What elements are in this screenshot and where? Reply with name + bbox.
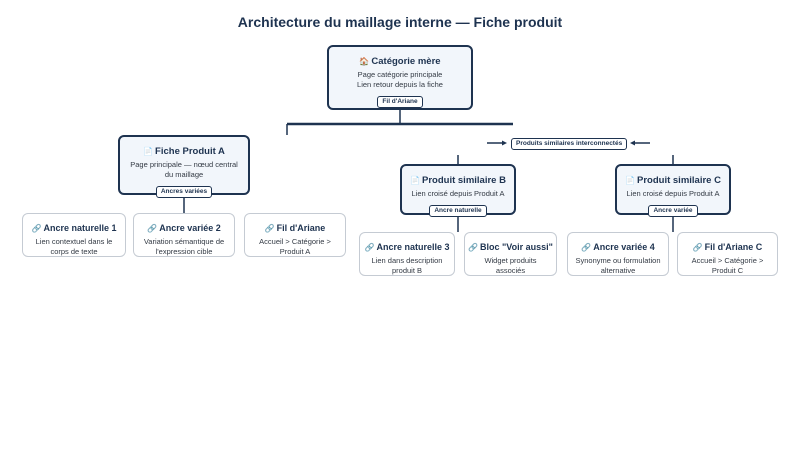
leaf-title: Fil d'Ariane C — [704, 242, 763, 252]
node-badge: Ancres variées — [155, 186, 213, 198]
leaf-title: Fil d'Ariane — [276, 223, 326, 233]
link-icon: 🔗 — [364, 243, 375, 252]
leaf-desc-line: alternative — [600, 266, 636, 275]
link-icon: 🔗 — [468, 243, 479, 252]
node-desc-line: Page catégorie principale — [357, 70, 443, 79]
node-desc-line: Lien croisé depuis Produit A — [626, 189, 720, 198]
leaf-desc-line: Lien contextuel dans le — [35, 237, 113, 246]
leaf-desc-line: l'expression cible — [155, 247, 213, 256]
node-badge: Ancre variée — [648, 205, 698, 217]
node-title: Catégorie mère — [371, 56, 441, 67]
node-title: Produit similaire C — [637, 175, 721, 186]
link-icon: 🔗 — [581, 243, 592, 252]
leaf-desc-line: associés — [495, 266, 526, 275]
node-title: Produit similaire B — [422, 175, 506, 186]
leaf-desc-line: Widget produits — [484, 256, 537, 265]
page-icon: 📄 — [625, 176, 636, 185]
node-desc-line: du maillage — [164, 170, 204, 179]
arrow-right-icon — [502, 140, 507, 146]
leaf-title: Bloc "Voir aussi" — [480, 242, 553, 252]
node-desc-line: Page principale — nœud central — [130, 160, 238, 169]
leaf-desc-line: Produit A — [279, 247, 311, 256]
link-icon: 🔗 — [264, 224, 275, 233]
node-produit-similaire-b: 📄Produit similaire B Lien croisé depuis … — [400, 164, 516, 217]
leaf-desc-line: Accueil > Catégorie > — [691, 256, 764, 265]
page-icon: 📄 — [410, 176, 421, 185]
leaf-title: Ancre variée 2 — [159, 223, 221, 233]
leaf-ancre-naturelle-1: 🔗Ancre naturelle 1 Lien contextuel dans … — [22, 213, 126, 257]
leaf-desc-line: Variation sémantique de — [143, 237, 225, 246]
leaf-desc-line: Synonyme ou formulation — [575, 256, 661, 265]
leaf-desc-line: corps de texte — [50, 247, 98, 256]
leaf-desc-line: Lien dans description — [371, 256, 443, 265]
link-icon: 🔗 — [692, 243, 703, 252]
node-badge: Ancre naturelle — [429, 205, 487, 217]
leaf-title: Ancre naturelle 3 — [376, 242, 450, 252]
leaf-desc-line: Produit C — [711, 266, 744, 275]
leaf-fil-ariane-c: 🔗Fil d'Ariane C Accueil > Catégorie >Pro… — [677, 232, 778, 276]
leaf-ancre-naturelle-3: 🔗Ancre naturelle 3 Lien dans description… — [359, 232, 455, 276]
node-categorie-mere: 🏠Catégorie mère Page catégorie principal… — [327, 45, 473, 110]
leaf-title: Ancre naturelle 1 — [43, 223, 117, 233]
arrow-left-icon — [630, 140, 635, 146]
interconnect-badge: Produits similaires interconnectés — [511, 138, 628, 150]
page-icon: 📄 — [143, 147, 154, 156]
node-title: Fiche Produit A — [155, 146, 225, 157]
node-produit-similaire-c: 📄Produit similaire C Lien croisé depuis … — [615, 164, 731, 217]
node-desc-line: Lien retour depuis la fiche — [357, 80, 443, 89]
leaf-title: Ancre variée 4 — [593, 242, 655, 252]
link-icon: 🔗 — [31, 224, 42, 233]
leaf-desc-line: Accueil > Catégorie > — [259, 237, 331, 246]
diagram-title: Architecture du maillage interne — Fiche… — [237, 14, 563, 30]
leaf-desc-line: produit B — [391, 266, 423, 275]
house-icon: 🏠 — [359, 57, 370, 66]
node-fiche-produit-a: 📄Fiche Produit A Page principale — nœud … — [118, 135, 250, 198]
node-desc-line: Lien croisé depuis Produit A — [411, 189, 505, 198]
leaf-fil-ariane: 🔗Fil d'Ariane Accueil > Catégorie >Produ… — [244, 213, 346, 257]
link-icon: 🔗 — [147, 224, 158, 233]
node-badge: Fil d'Ariane — [377, 96, 423, 108]
